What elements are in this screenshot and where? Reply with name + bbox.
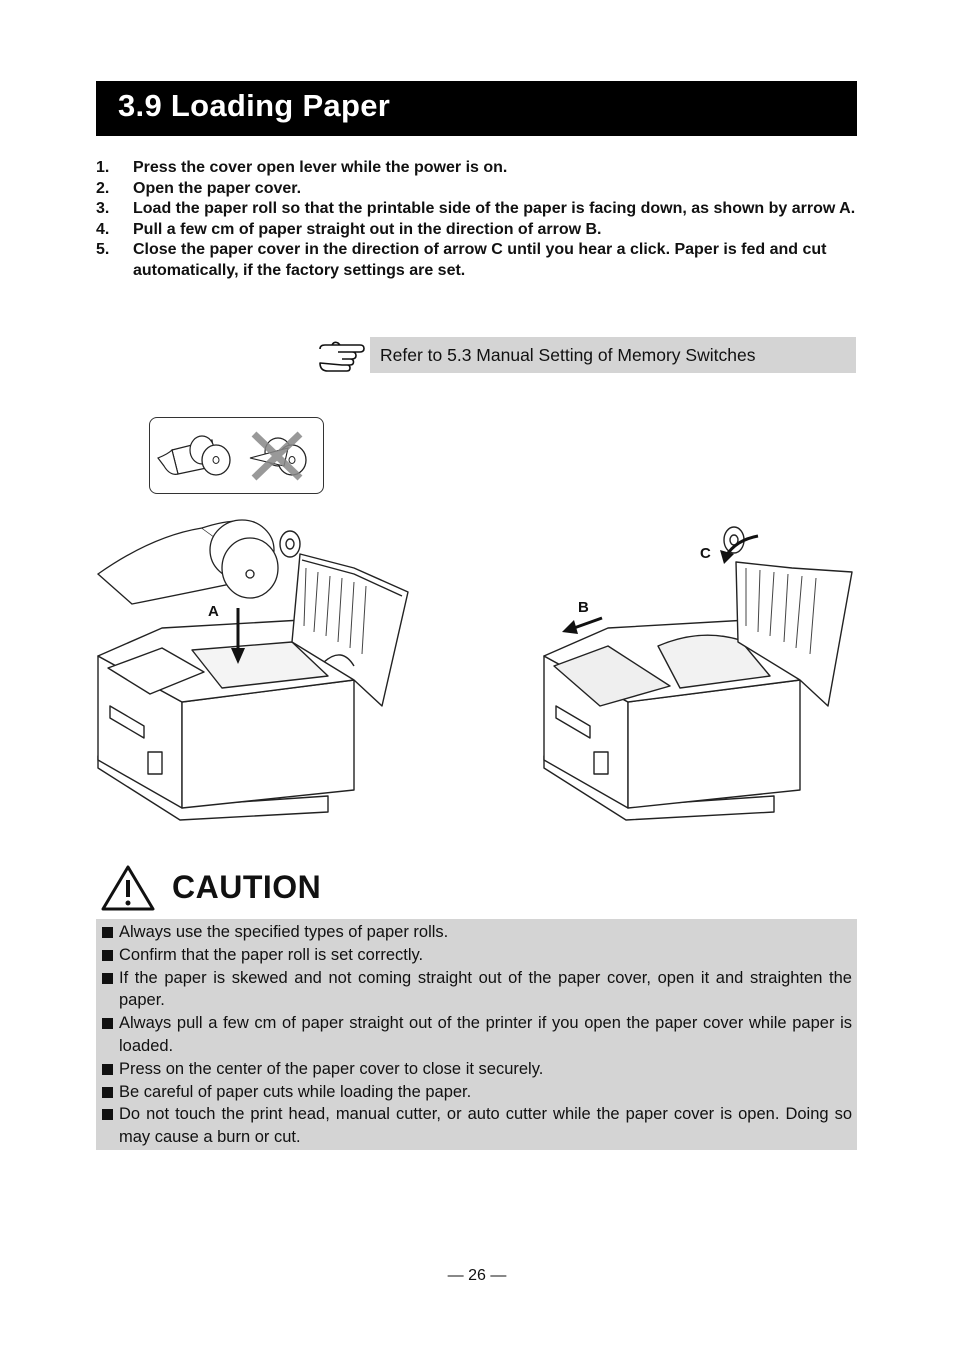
bullet-square-icon	[102, 927, 113, 938]
caution-heading: CAUTION	[100, 864, 500, 914]
list-item: 5. Close the paper cover in the direction…	[96, 240, 857, 281]
list-item: Do not touch the print head, manual cutt…	[101, 1103, 852, 1149]
step-text: Close the paper cover in the direction o…	[133, 241, 827, 279]
reference-text: Refer to 5.3 Manual Setting of Memory Sw…	[370, 337, 856, 373]
warning-triangle-icon	[101, 865, 155, 911]
caution-text: Confirm that the paper roll is set corre…	[119, 945, 424, 964]
steps-list: 1. Press the cover open lever while the p…	[96, 158, 857, 281]
step-text: Open the paper cover.	[133, 179, 302, 197]
list-item: If the paper is skewed and not coming st…	[101, 967, 852, 1013]
bullet-square-icon	[102, 949, 113, 961]
caution-text: Do not touch the print head, manual cutt…	[119, 1105, 852, 1147]
paper-orientation-box	[149, 417, 324, 494]
caution-box: Always use the specified types of paper …	[96, 919, 857, 1150]
list-item: Confirm that the paper roll is set corre…	[101, 944, 852, 967]
section-title-bar: 3.9 Loading Paper	[96, 81, 857, 136]
printer-closing-illustration: C B	[543, 526, 853, 821]
bullet-square-icon	[102, 1063, 113, 1075]
arrow-label-b: B	[578, 599, 589, 616]
step-number: 2.	[96, 179, 110, 197]
step-number: 4.	[96, 220, 110, 238]
bullet-square-icon	[102, 1109, 113, 1121]
caution-title: CAUTION	[172, 869, 322, 905]
arrow-label-c: C	[700, 545, 711, 562]
caution-text: Be careful of paper cuts while loading t…	[119, 1082, 472, 1101]
step-number: 3.	[96, 200, 110, 217]
step-text: Pull a few cm of paper straight out in t…	[133, 220, 602, 238]
step-number: 1.	[96, 159, 110, 176]
bullet-square-icon	[102, 1086, 113, 1098]
caution-list: Always use the specified types of paper …	[101, 921, 852, 1149]
caution-text: Press on the center of the paper cover t…	[119, 1059, 544, 1078]
pointing-hand-icon	[319, 341, 365, 372]
list-item: 1. Press the cover open lever while the p…	[96, 158, 857, 179]
list-item: Press on the center of the paper cover t…	[101, 1058, 852, 1081]
caution-text: Always use the specified types of paper …	[119, 923, 449, 941]
paper-roll-orientation-illustration	[157, 431, 307, 481]
caution-text: If the paper is skewed and not coming st…	[119, 968, 852, 1010]
page-title: 3.9 Loading Paper	[118, 88, 391, 123]
list-item: Always pull a few cm of paper straight o…	[101, 1012, 852, 1058]
bullet-square-icon	[102, 1018, 113, 1030]
printer-loading-illustration: A	[96, 519, 409, 821]
arrow-label-a: A	[208, 603, 219, 620]
page-number: — 26 —	[447, 1267, 507, 1284]
list-item: Always use the specified types of paper …	[101, 921, 852, 944]
caution-text: Always pull a few cm of paper straight o…	[119, 1014, 852, 1055]
bullet-square-icon	[102, 972, 113, 984]
reference-note: Refer to 5.3 Manual Setting of Memory Sw…	[316, 337, 857, 375]
step-text: Load the paper roll so that the printabl…	[133, 200, 856, 217]
list-item: Be careful of paper cuts while loading t…	[101, 1081, 852, 1104]
list-item: 4. Pull a few cm of paper straight out in…	[96, 220, 857, 241]
step-text: Press the cover open lever while the pow…	[133, 159, 508, 176]
step-number: 5.	[96, 241, 110, 258]
list-item: 3. Load the paper roll so that the printa…	[96, 199, 857, 220]
list-item: 2. Open the paper cover.	[96, 179, 857, 200]
